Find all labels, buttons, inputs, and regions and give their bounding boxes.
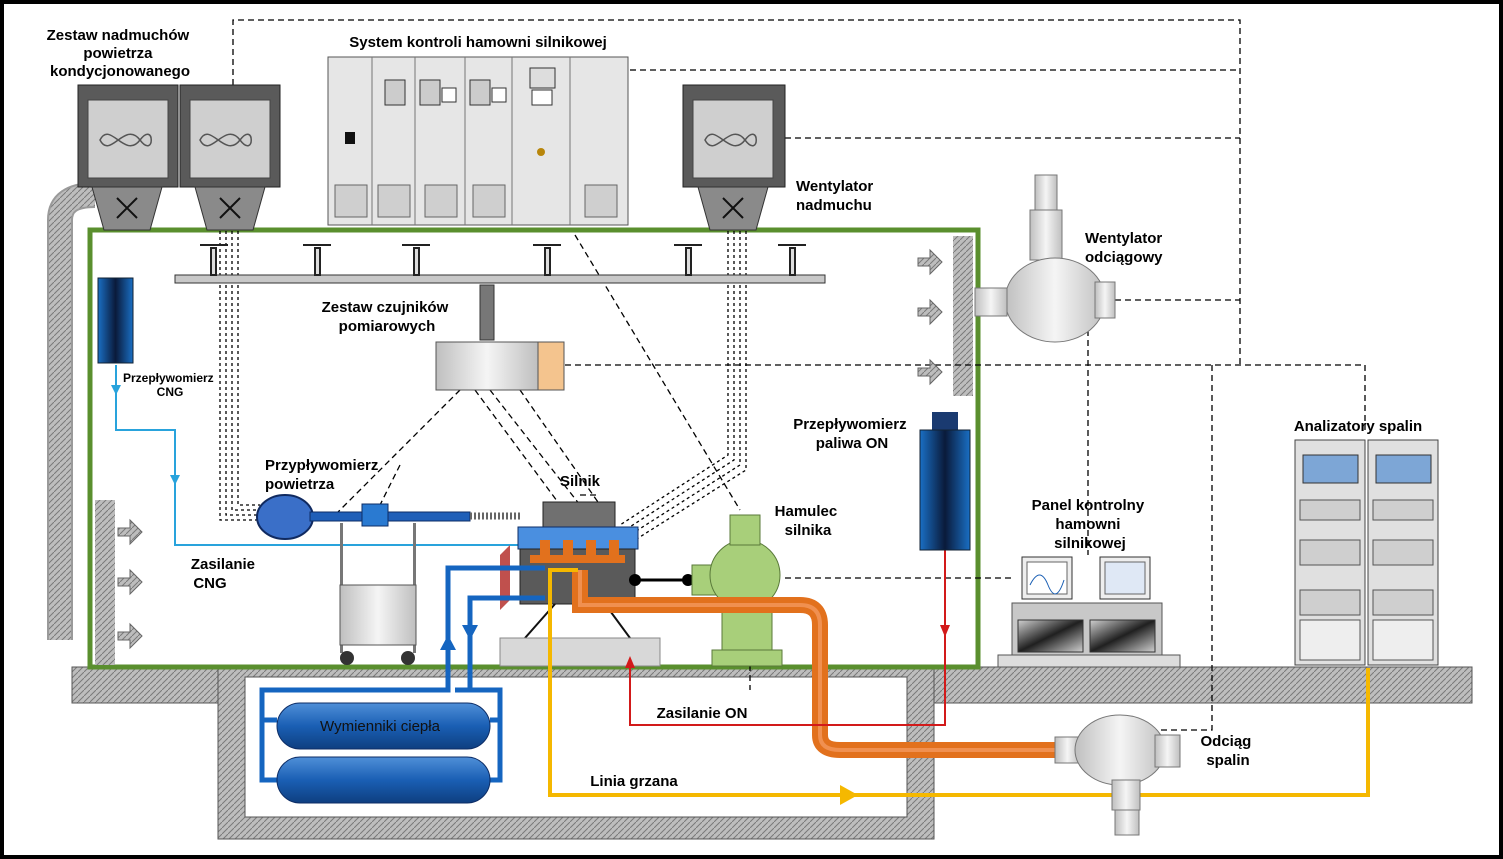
label-fuel-flowmeter: Przepływomierz paliwa ON <box>793 416 911 452</box>
label-on-supply: Zasilanie ON <box>657 705 748 722</box>
exhaust-extraction <box>1054 714 1181 836</box>
heated-line <box>548 568 1370 797</box>
fuel-flowmeter <box>919 412 971 551</box>
label-air-blowers: Zestaw nadmuchów powietrza kondycjonowan… <box>47 27 194 80</box>
floor <box>71 666 1473 840</box>
label-control-system: System kontroli hamowni silnikowej <box>349 34 607 51</box>
air-blower-set <box>77 84 281 231</box>
label-heat-exchangers: Wymienniki ciepła <box>320 718 441 735</box>
label-heated-line: Linia grzana <box>590 773 678 790</box>
cng-flowmeter <box>97 277 134 364</box>
gas-analyzers <box>1294 439 1439 666</box>
label-engine: Silnik <box>560 473 601 490</box>
engine-brake <box>629 514 783 667</box>
label-cng-supply: Zasilanie CNG <box>191 556 259 592</box>
fuel-line <box>625 550 950 726</box>
heat-exchangers <box>276 702 491 804</box>
label-exhaust-extraction: Odciąg spalin <box>1200 733 1255 769</box>
label-brake: Hamulec silnika <box>775 503 842 539</box>
test-room-walls <box>87 227 981 670</box>
label-air-flowmeter: Przypływomierz powietrza <box>265 457 383 493</box>
control-panel <box>997 556 1181 668</box>
exhaust-fan <box>974 174 1116 343</box>
sensor-rail <box>174 244 826 341</box>
control-cabinet <box>327 56 629 226</box>
cng-line <box>115 365 520 546</box>
sensor-box <box>435 341 565 391</box>
air-sample-lines <box>219 225 747 541</box>
label-blower-fan: Wentylator nadmuchu <box>796 178 877 214</box>
blower-fan <box>682 84 786 231</box>
label-cng-flowmeter: Przepływomierz CNG <box>123 371 217 399</box>
label-sensor-set: Zestaw czujników pomiarowych <box>322 299 453 335</box>
label-control-panel: Panel kontrolny hamowni silnikowej <box>1032 497 1149 552</box>
label-gas-analyzers: Analizatory spalin <box>1294 418 1422 435</box>
label-exhaust-fan: Wentylator odciągowy <box>1085 230 1166 266</box>
air-flowmeter <box>256 494 520 665</box>
airflow-arrows <box>117 248 943 650</box>
coolant-loop <box>259 565 545 783</box>
